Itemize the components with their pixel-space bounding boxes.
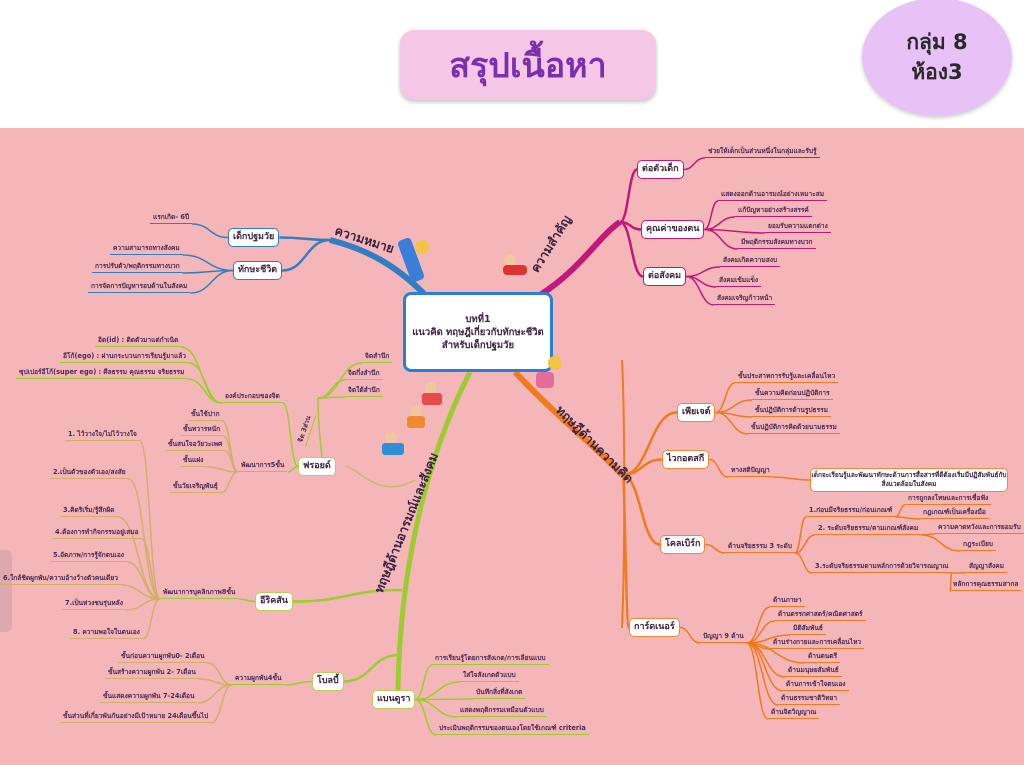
leaf-item: ด้านจิตวิญญาณ [768, 708, 820, 719]
leaf-item: หลักการคุณธรรมสากล [950, 580, 1022, 591]
leaf-item: 2.เป็นตัวของตัวเอง/สงสัย [50, 468, 129, 479]
node-vygotsky[interactable]: ไวกอตสกี [662, 450, 710, 469]
vygotsky-note: เด็กจะเรียนรู้และพัฒนาทักษะด้านการสื่อสา… [810, 468, 1008, 492]
leaf-item: 5.อัตภาพ/การรู้จักตนเอง [50, 551, 127, 562]
leaf-item: ยอมรับความแตกต่าง [765, 222, 831, 233]
leaf-item: ปัญญา 9 ด้าน [700, 632, 747, 643]
side-panel-handle[interactable] [0, 550, 12, 632]
leaf-item: 1. ไว้วางใจ/ไม่ไว้วางใจ [65, 430, 140, 441]
freud-structure-branch: องค์ประกอบของจิต [222, 392, 283, 403]
leaf-item: การเรียนรู้โดยการสังเกต/การเลียนแบบ [432, 654, 549, 665]
leaf-item: ขั้นความคิดก่อนปฏิบัติการ [752, 389, 833, 400]
chapter-subtitle: สำหรับเด็กปฐมวัย [441, 339, 515, 351]
leaf-item: จิตกึ่งสำนึก [345, 369, 383, 380]
node-erikson[interactable]: อีริคสัน [255, 592, 293, 611]
kohlberg-level: 1.ก่อนมีจริยธรรม/ก่อนเกณฑ์ [806, 506, 896, 517]
node-early-childhood[interactable]: เด็กปฐมวัย [228, 228, 280, 247]
kohlberg-level: 3.ระดับจริยธรรมตามหลักการด้วยวิจารณญาณ [812, 562, 952, 573]
leaf-item: ด้านตรรกศาสตร์/คณิตศาสตร์ [775, 610, 866, 621]
leaf-item: กฎระเบียบ [960, 540, 996, 551]
leaf-item: กฎเกณฑ์เป็นเครื่องมือ [920, 508, 989, 519]
page-title: สรุปเนื้อหา [400, 30, 656, 100]
leaf-item: ด้านดนตรี [805, 652, 841, 663]
leaf-item: ด้านธรรมชาติวิทยา [778, 694, 841, 705]
leaf-item: แรกเกิด- 6ปี [150, 213, 193, 224]
leaf-item: ขั้นสนใจอวัยวะเพศ [165, 440, 226, 451]
leaf-item: ขั้นก่อนความผูกพัน0- 2เดือน [118, 652, 208, 663]
leaf-item: ขั้นแสดงความผูกพัน 7-24เดือน [100, 692, 198, 703]
leaf-item: จิตใต้สำนึก [345, 386, 383, 397]
leaf-item: ด้านมนุษยสัมพันธ์ [785, 666, 842, 677]
chapter-title: แนวคิด ทฤษฎีเกี่ยวกับทักษะชีวิต [412, 326, 544, 338]
leaf-item: ด้านร่างกายและการเคลื่อนไหว [770, 638, 865, 649]
leaf-item: มีพฤติกรรมสังคมทางบวก [738, 238, 816, 249]
leaf-item: ความสามารถทางสังคม [110, 244, 183, 255]
leaf-item: ขั้นใช้ปาก [188, 410, 223, 421]
leaf-item: อีโก้(ego) : ผ่านกระบวนการเรียนรู้มาแล้ว [60, 352, 190, 363]
freud-stages-branch: พัฒนาการ5ขั้น [238, 461, 288, 472]
node-piaget[interactable]: เพียเจต์ [677, 403, 716, 422]
node-for-society[interactable]: ต่อสังคม [643, 267, 687, 286]
leaf-item: ช่วยให้เด็กเป็นส่วนหนึ่งในกลุ่มและรับรู้ [705, 147, 820, 158]
leaf-item: แก้ปัญหาอย่างสร้างสรรค์ [735, 206, 812, 217]
mindmap-canvas [0, 128, 1024, 765]
leaf-item: อิด(id) : ติดตัวมาแต่กำเนิด [95, 336, 182, 347]
leaf-item: ขั้นสร้างความผูกพัน 2- 7เดือน [105, 668, 199, 679]
leaf-item: สังคมเข้มแข็ง [716, 276, 762, 287]
leaf-item: ด้านจริยธรรม 3 ระดับ [725, 542, 795, 553]
leaf-item: ขั้นปฏิบัติการคิดด้วยนามธรรม [748, 423, 840, 434]
leaf-item: ความคาดหวังและการยอมรับ [935, 523, 1024, 534]
leaf-item: ซุปเปอร์อีโก้(super ego) : ศีลธรรม คุณธร… [16, 368, 188, 379]
leaf-item: สัญญาสังคม [966, 562, 1007, 573]
central-topic[interactable]: บทที่1 แนวคิด ทฤษฎีเกี่ยวกับทักษะชีวิต ส… [403, 292, 553, 372]
leaf-item: ขั้นปฏิบัติการด้านรูปธรรม [752, 406, 832, 417]
leaf-item: ด้านการเข้าใจตนเอง [783, 680, 849, 691]
leaf-item: ประเมินพฤติกรรมของตนเองโดยใช้เกณฑ์ crite… [436, 724, 589, 735]
leaf-item: จิตสำนึก [362, 352, 393, 363]
leaf-item: การปรับตัว/พฤติกรรมทางบวก [92, 262, 183, 273]
leaf-item: ใส่ใจสังเกตตัวแบบ [460, 671, 519, 682]
leaf-item: สังคมเจริญก้าวหน้า [714, 294, 776, 305]
leaf-item: 3.คิดริเริ่ม/รู้สึกผิด [60, 506, 118, 517]
erikson-branch: พัฒนาการบุคลิกภาพ8ขั้น [160, 588, 239, 599]
leaf-item: 6.ใกล้ชิดผูกพัน/ความอ้างว้างตัวคนเดียว [0, 574, 121, 585]
leaf-item: การจัดการปัญหารอบด้านในสังคม [88, 282, 191, 293]
bowlby-branch: ความผูกพัน4ขั้น [232, 674, 285, 685]
node-freud[interactable]: ฟรอยด์ [298, 457, 336, 476]
node-self-worth[interactable]: คุณค่าของตน [641, 220, 705, 239]
leaf-item: ทางสติปัญญา [728, 466, 773, 477]
leaf-item: 4.ต้องการทำกิจกรรมอยู่เสมอ [52, 528, 142, 539]
room-number: ห้อง3 [911, 60, 963, 84]
leaf-item: 8. ความพอใจในตนเอง [70, 628, 143, 639]
chapter-label: บทที่1 [465, 313, 491, 325]
node-gardner[interactable]: การ์ดเนอร์ [629, 618, 680, 637]
group-badge: กลุ่ม 8 ห้อง3 [862, 0, 1012, 116]
leaf-item: การถูกลงโทษและการเชื่อฟัง [905, 494, 992, 505]
node-life-skills[interactable]: ทักษะชีวิต [233, 261, 283, 280]
leaf-item: แสดงพฤติกรรมเหมือนตัวแบบ [457, 706, 547, 717]
node-for-child[interactable]: ต่อตัวเด็ก [637, 160, 684, 179]
node-bandura[interactable]: แบนดูรา [372, 690, 416, 709]
kohlberg-level: 2. ระดับจริยธรรม/ตามเกณฑ์สังคม [815, 524, 922, 535]
leaf-item: แสดงออกด้านอารมณ์อย่างเหมาะสม [718, 190, 828, 201]
leaf-item: ขั้นวัยเจริญพันธุ์ [170, 482, 221, 493]
leaf-item: บันทึกสิ่งที่สังเกต [473, 688, 526, 699]
leaf-item: ขั้นประสาทการรับรู้และเคลื่อนไหว [735, 372, 839, 383]
leaf-item: ขั้นแฝง [180, 456, 207, 467]
leaf-item: ด้านภาษา [770, 596, 805, 607]
node-kohlberg[interactable]: โคลเบิร์ก [660, 535, 706, 554]
leaf-item: ขั้นส่วนที่เกี่ยวพันกันอย่างมีเป้าหมาย 2… [60, 712, 212, 723]
node-bowlby[interactable]: โบลบี้ [312, 672, 344, 691]
leaf-item: สังคมเกิดความสงบ [720, 256, 781, 267]
leaf-item: 7.เป็นห่วงชนรุ่นหลัง [62, 599, 126, 610]
leaf-item: ขั้นทวารหนัก [180, 425, 224, 436]
leaf-item: มิติสัมพันธ์ [790, 624, 826, 635]
group-number: กลุ่ม 8 [906, 30, 968, 54]
